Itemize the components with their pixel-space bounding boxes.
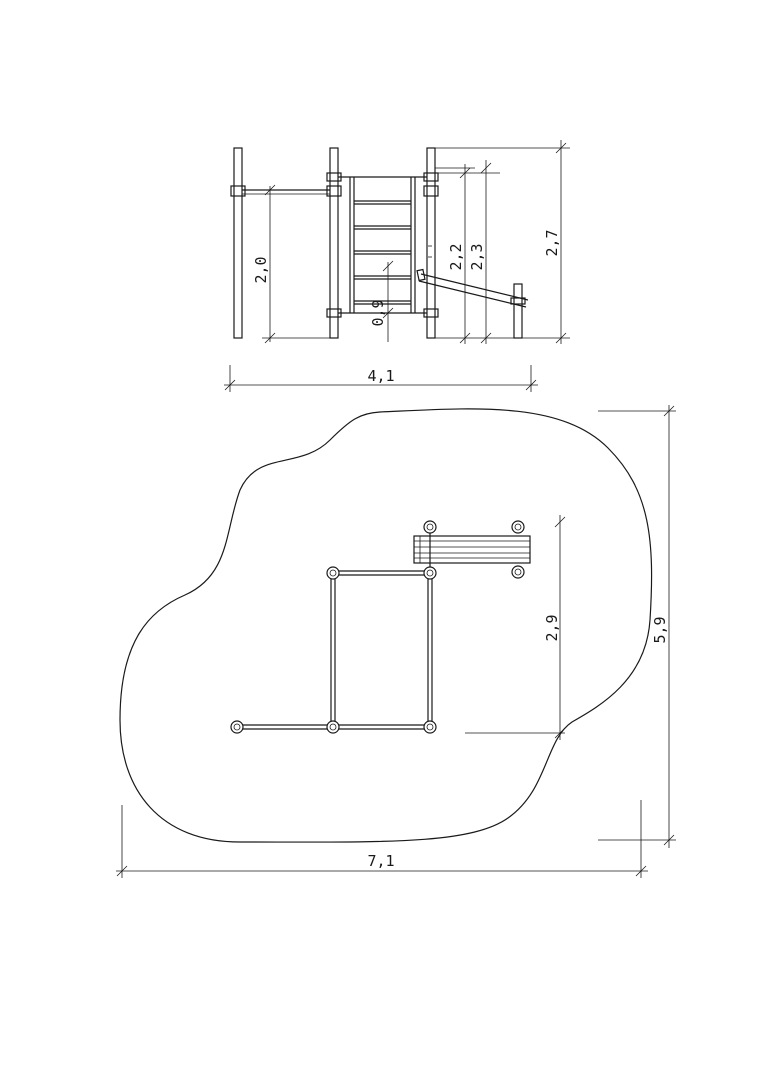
dimension-bench-span: 2,9 [465, 515, 566, 740]
elevation-view: 2,0 0,9 2,2 2,3 2,7 [224, 140, 570, 392]
bench-plan [413, 535, 531, 564]
dimension-bar-height: 2,0 [252, 184, 334, 344]
post-clamps [230, 172, 439, 318]
dimension-total-width: 4,1 [224, 365, 538, 392]
post-rings [230, 520, 525, 734]
dim-label-bench-span: 2,9 [543, 614, 561, 641]
frame-bars [237, 527, 433, 730]
plan-view: 2,9 5,9 7,1 [116, 405, 676, 878]
dimension-height-a: 2,2 [447, 164, 471, 344]
wall-ladder [338, 176, 427, 314]
dim-label-area-width: 7,1 [367, 852, 394, 870]
dimension-area-width: 7,1 [116, 800, 648, 878]
dimension-area-height: 5,9 [598, 405, 676, 848]
dim-label-total-width: 4,1 [367, 367, 394, 385]
dim-label-area-height: 5,9 [651, 616, 669, 643]
safety-area-outline [119, 408, 653, 843]
dimension-total-height: 2,7 [543, 140, 567, 344]
dimension-height-b: 2,3 [468, 160, 492, 344]
dim-label-height-b: 2,3 [468, 243, 486, 270]
dim-label-bar-height: 2,0 [252, 256, 270, 283]
dim-label-ladder-bottom: 0,9 [369, 299, 387, 326]
left-post [233, 147, 243, 339]
dimension-ladder-bottom: 0,9 [369, 260, 394, 342]
dim-label-height-a: 2,2 [447, 243, 465, 270]
dim-label-total-height: 2,7 [543, 229, 561, 256]
right-post [426, 147, 436, 339]
